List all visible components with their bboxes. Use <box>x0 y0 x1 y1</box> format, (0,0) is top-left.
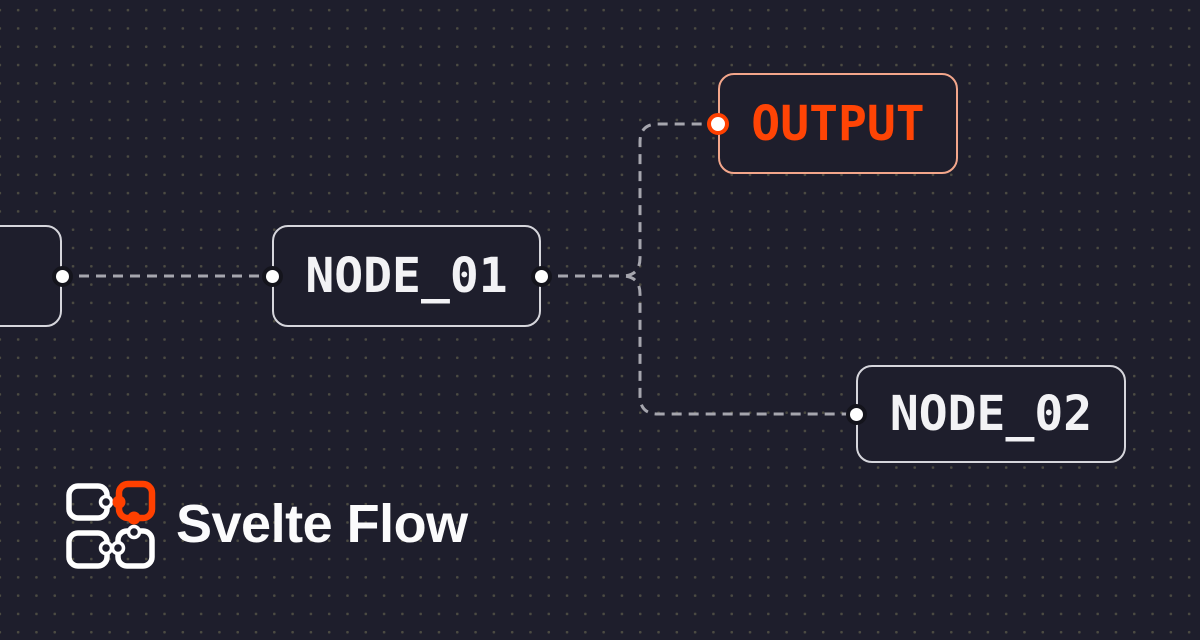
edge-node01-output[interactable] <box>541 122 718 278</box>
svelte-flow-logo: Svelte Flow <box>64 480 468 570</box>
svelte-flow-logo-text: Svelte Flow <box>176 494 468 554</box>
node-node-02-label: NODE_02 <box>889 386 1093 442</box>
node-node-02[interactable]: NODE_02 <box>856 365 1126 463</box>
handle-edge-partial-source[interactable] <box>51 265 73 287</box>
svelte-flow-logo-icon <box>66 480 156 569</box>
handle-node-02-target[interactable] <box>845 403 867 425</box>
handle-output-target[interactable] <box>707 112 729 135</box>
node-output-label: OUTPUT <box>751 95 925 152</box>
node-output[interactable]: OUTPUT <box>718 73 958 174</box>
handle-node-01-target[interactable] <box>261 265 283 287</box>
edge-node01-node02[interactable] <box>541 274 856 416</box>
handle-node-01-source[interactable] <box>530 265 552 287</box>
node-node-01-label: NODE_01 <box>305 248 508 304</box>
node-node-01[interactable]: NODE_01 <box>272 225 541 327</box>
